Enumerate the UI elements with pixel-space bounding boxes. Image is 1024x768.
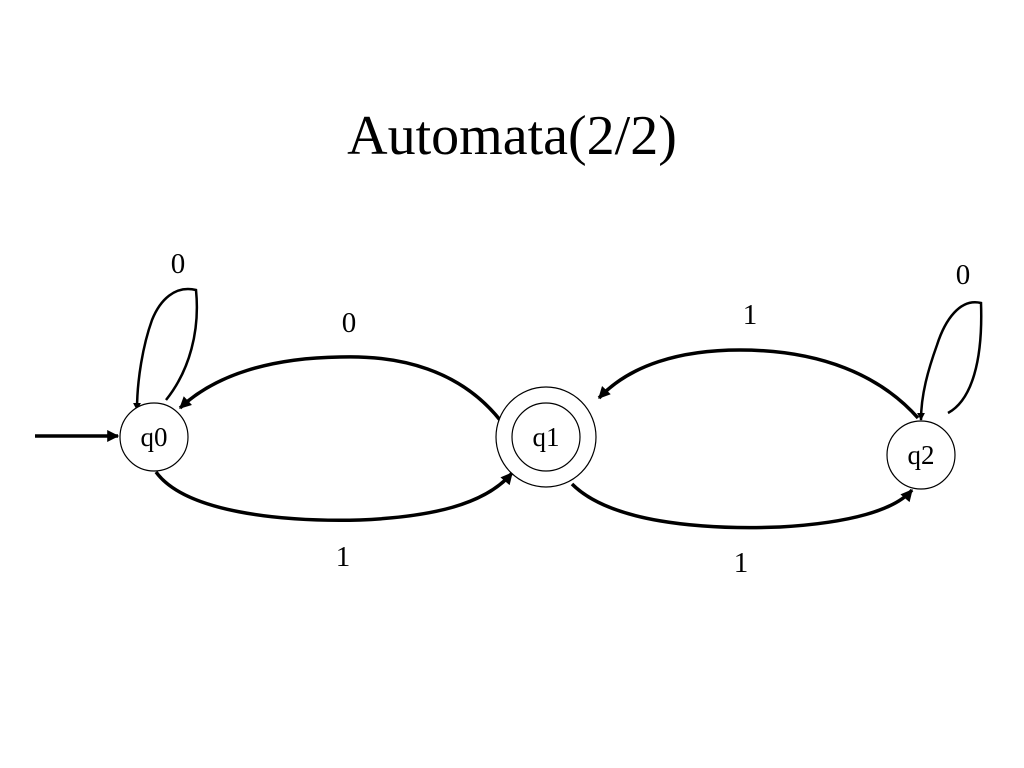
state-circle — [511, 402, 581, 472]
label-q0-q0: 0 — [171, 248, 186, 280]
slide-title: Automata(2/2) — [347, 105, 677, 167]
label-q1-q2: 1 — [734, 547, 749, 579]
transition-q2-q1 — [597, 348, 920, 420]
transition-q0-q1 — [154, 470, 514, 522]
state-q1: q1 — [495, 386, 597, 488]
transition-q1-q2 — [570, 482, 914, 530]
label-q2-q1: 1 — [743, 299, 758, 331]
state-label: q0 — [141, 422, 168, 452]
transition-q0-q0 — [133, 287, 199, 411]
label-q0-q1: 1 — [336, 541, 351, 573]
label-q2-q2: 0 — [956, 259, 971, 291]
state-q0: q0 — [119, 402, 189, 472]
transition-q1-q0 — [178, 355, 502, 422]
transition-q2-q2 — [917, 301, 983, 421]
state-label: q2 — [908, 440, 935, 470]
state-label: q1 — [533, 422, 560, 452]
state-circle — [119, 402, 189, 472]
state-circle — [886, 420, 956, 490]
state-q2: q2 — [886, 420, 956, 490]
label-q1-q0: 0 — [342, 307, 357, 339]
